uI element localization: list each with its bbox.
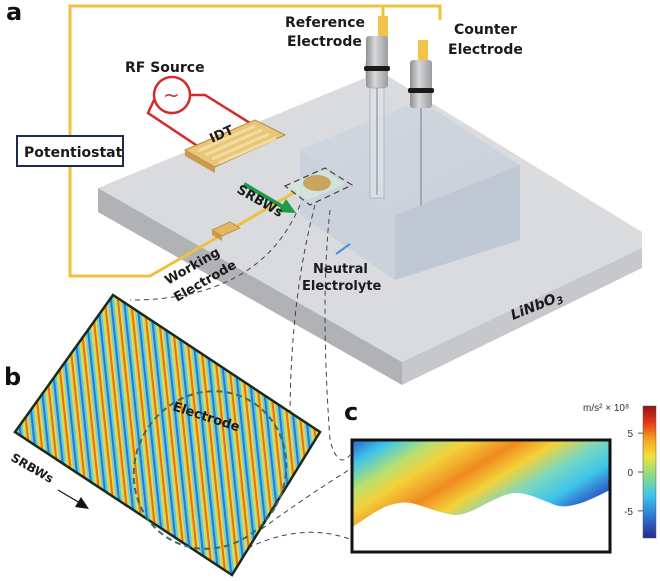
potentiostat-box: Potentiostat: [16, 135, 124, 167]
neutral-electrolyte-label-2: Electrolyte: [302, 279, 382, 294]
panel-label-c: c: [344, 398, 358, 426]
arrow-icon: [75, 497, 89, 509]
srbw-direction-line: [57, 489, 81, 504]
electrolyte-pointer: [335, 243, 351, 255]
acceleration-field-map: [13, 293, 322, 577]
potentiostat-wires: [68, 4, 442, 278]
colorbar-gradient: [642, 405, 657, 539]
potentiostat-label: Potentiostat: [24, 145, 123, 161]
idt: IDT: [183, 119, 287, 173]
colorbar-tick-label: -5: [624, 507, 633, 518]
reference-electrode-label-2: Electrode: [287, 34, 362, 50]
panel-label-a: a: [6, 0, 22, 26]
zoom-guides: [129, 204, 353, 553]
counter-electrode-label-1: Counter: [454, 22, 517, 38]
working-electrode-pad: [211, 221, 241, 241]
panel-b: Electrode SRBWs: [9, 293, 322, 577]
counter-electrode-label-2: Electrode: [448, 42, 523, 58]
reference-electrode: [364, 16, 390, 199]
panel-c-frame: [350, 438, 612, 554]
rf-source-label: RF Source: [125, 60, 205, 76]
srbw-arrow: [242, 182, 296, 213]
ac-source-icon: ~: [163, 83, 180, 107]
reference-electrode-label-1: Reference: [285, 15, 365, 31]
surface-wave-profile: [352, 440, 610, 527]
counter-electrode: [408, 40, 434, 205]
panel-a: Potentiostat ~ RF Source IDT: [16, 4, 642, 553]
panel-c: m/s² × 10⁸ 5 0 -5: [350, 403, 657, 554]
neutral-electrolyte-label-1: Neutral: [313, 262, 368, 277]
colorbar-tick-label: 5: [627, 429, 633, 440]
colorbar-unit-label: m/s² × 10⁸: [583, 403, 629, 414]
panel-label-b: b: [4, 363, 21, 391]
colorbar-tick-label: 0: [627, 468, 633, 479]
colorbar: m/s² × 10⁸ 5 0 -5: [583, 403, 657, 539]
electrode-outline: [132, 390, 288, 550]
electrode-region: [283, 167, 354, 206]
rf-source: ~ RF Source: [125, 60, 259, 155]
